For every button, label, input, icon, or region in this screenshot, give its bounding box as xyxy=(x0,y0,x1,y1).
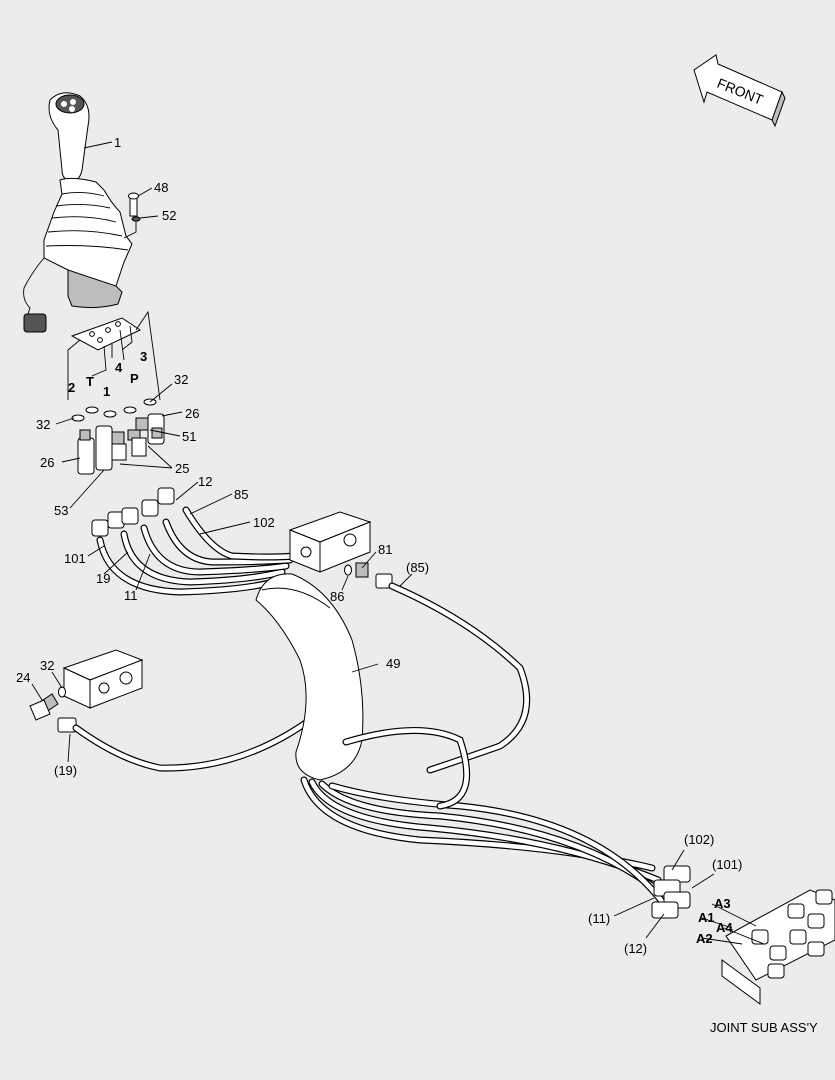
label-port-2: 2 xyxy=(68,380,75,395)
label-101: 101 xyxy=(64,551,86,566)
block-lower xyxy=(62,649,144,709)
label-A2: A2 xyxy=(696,931,713,946)
label-port-T: T xyxy=(86,374,94,389)
label-24: 24 xyxy=(16,670,30,685)
label-25: 25 xyxy=(175,461,189,476)
label-52: 52 xyxy=(162,208,176,223)
label-32a: 32 xyxy=(174,372,188,387)
label-12-ref: (12) xyxy=(624,941,647,956)
label-26a: 26 xyxy=(185,406,199,421)
label-port-P: P xyxy=(130,371,139,386)
label-port-1: 1 xyxy=(103,384,110,399)
label-102: 102 xyxy=(253,515,275,530)
label-11-ref: (11) xyxy=(588,911,610,926)
label-port-4: 4 xyxy=(115,360,123,375)
label-51: 51 xyxy=(182,429,196,444)
label-101-ref: (101) xyxy=(712,857,742,872)
hose-85 xyxy=(388,582,531,774)
label-26b: 26 xyxy=(40,455,54,470)
label-85-ref: (85) xyxy=(406,560,429,575)
hose-19 xyxy=(57,716,314,772)
bolt-48 xyxy=(123,192,141,239)
label-32b: 32 xyxy=(36,417,50,432)
label-81: 81 xyxy=(378,542,392,557)
joystick-lever xyxy=(23,92,133,333)
label-A4: A4 xyxy=(716,920,733,935)
label-48: 48 xyxy=(154,180,168,195)
label-11: 11 xyxy=(124,588,138,603)
label-port-3: 3 xyxy=(140,349,147,364)
label-19-ref: (19) xyxy=(54,763,77,778)
label-53: 53 xyxy=(54,503,68,518)
label-86: 86 xyxy=(330,589,344,604)
label-A3: A3 xyxy=(714,896,731,911)
leader-lines xyxy=(31,141,765,945)
label-85: 85 xyxy=(234,487,248,502)
hose-bundle-upper xyxy=(96,506,300,596)
hose-end-fittings xyxy=(651,865,691,919)
label-102-ref: (102) xyxy=(684,832,714,847)
label-49: 49 xyxy=(386,656,400,671)
label-1: 1 xyxy=(114,135,121,150)
joint-sub-assembly xyxy=(721,889,835,1005)
label-12: 12 xyxy=(198,474,212,489)
block-upper xyxy=(288,511,372,573)
label-32c: 32 xyxy=(40,658,54,673)
elbow-24 xyxy=(29,686,66,721)
port-fittings xyxy=(71,398,165,475)
label-A1: A1 xyxy=(698,910,715,925)
part-labels: 1 48 52 2 T 1 4 P 3 32 32 26 51 26 25 53… xyxy=(16,135,818,1035)
hose-end-nuts xyxy=(91,487,175,537)
label-19: 19 xyxy=(96,571,110,586)
adapter-81 xyxy=(344,562,393,589)
hose-bundle-lower xyxy=(300,726,668,908)
hose-tie-49 xyxy=(255,573,364,781)
front-arrow: FRONT xyxy=(693,54,786,128)
plate xyxy=(67,310,161,401)
joint-sub-assy-label: JOINT SUB ASS'Y xyxy=(710,1020,818,1035)
